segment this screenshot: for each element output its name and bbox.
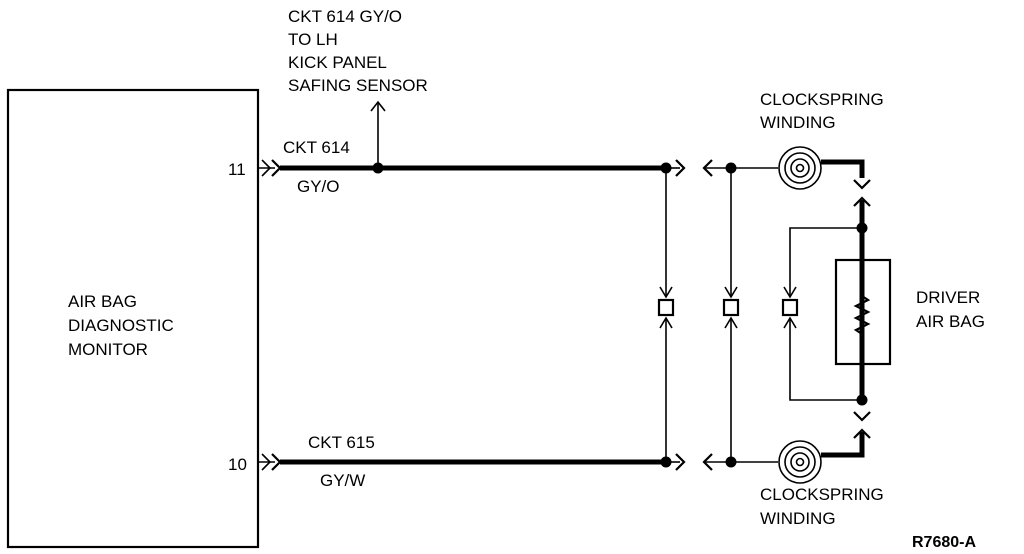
ckt-614-label: CKT 614 (283, 138, 350, 157)
shorting-bar-icon (722, 162, 740, 468)
connector-chevron-icon (258, 453, 282, 471)
clockspring-top-label-2: WINDING (760, 113, 836, 132)
clockspring-top-output-wire (821, 159, 865, 178)
monitor-label-line-1: AIR BAG (68, 292, 137, 311)
safing-note-line-1: CKT 614 GY/O (288, 7, 402, 26)
pin-number-top: 11 (228, 160, 246, 179)
connector-chevron-icon (675, 159, 686, 177)
splice-dot (856, 394, 868, 406)
shorting-bar-icon (657, 162, 675, 468)
clockspring-bottom-label-1: CLOCKSPRING (760, 485, 884, 504)
squib-resistor-icon (853, 262, 871, 362)
driver-air-bag-box (834, 258, 892, 366)
arrow-up-icon (370, 100, 386, 112)
diagnostic-monitor-box (6, 88, 260, 549)
driver-air-bag-label-2: AIR BAG (916, 312, 985, 331)
driver-air-bag-label-1: DRIVER (916, 288, 980, 307)
connector-chevron-icon (258, 159, 282, 177)
connector-chevron-icon (853, 179, 871, 190)
clockspring-top-label-1: CLOCKSPRING (760, 90, 884, 109)
clockspring-bottom-label-2: WINDING (760, 509, 836, 528)
ckt-615-color: GY/W (320, 471, 365, 490)
ckt-614-color: GY/O (297, 177, 340, 196)
safing-note-line-2: TO LH (288, 30, 338, 49)
pin-number-bottom: 10 (228, 455, 247, 474)
clockspring-coil-icon (778, 440, 822, 484)
shorting-bar-icon (781, 227, 862, 401)
connector-chevron-icon (675, 453, 686, 471)
ckt-615-label: CKT 615 (308, 433, 375, 452)
monitor-label-line-3: MONITOR (68, 340, 148, 359)
figure-code: R7680-A (912, 534, 976, 551)
safing-note-line-4: SAFING SENSOR (288, 76, 428, 95)
clockspring-bottom-output-wire (821, 432, 865, 458)
connector-chevron-icon (853, 196, 871, 207)
connector-chevron-icon (853, 411, 871, 422)
safing-note-line-3: KICK PANEL (288, 53, 387, 72)
splice-dot (856, 222, 868, 234)
monitor-label-line-2: DIAGNOSTIC (68, 316, 174, 335)
splice-dot (372, 162, 384, 174)
connector-chevron-icon (853, 428, 871, 439)
clockspring-coil-icon (778, 146, 822, 190)
